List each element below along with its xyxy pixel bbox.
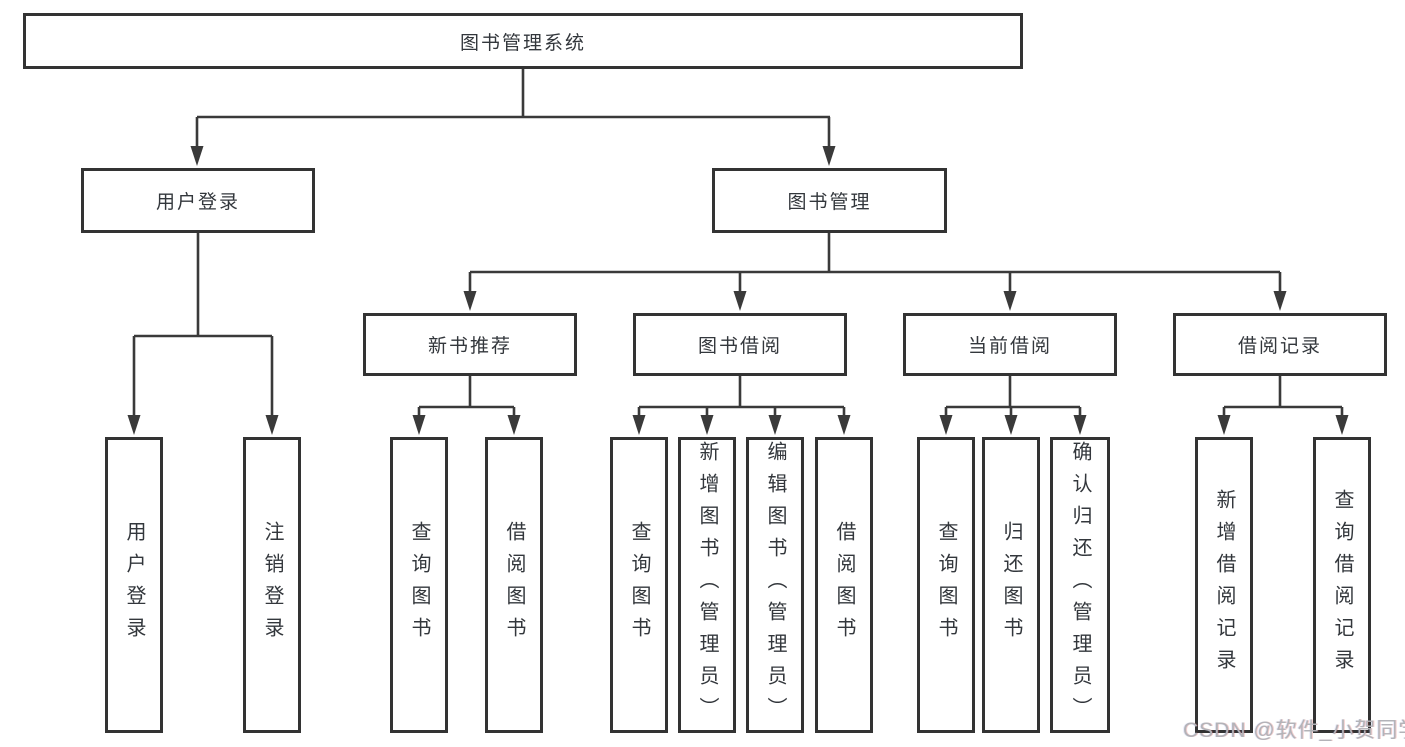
leaf-user-login: 用户登录 <box>105 437 163 733</box>
csdn-watermark: CSDN @软件_小贺同学 <box>1183 719 1405 742</box>
node-book-borrowing-label: 图书借阅 <box>697 336 782 357</box>
leaf-query-borrow-record: 查询借阅记录 <box>1313 437 1371 733</box>
node-book-management-module-label: 图书管理 <box>787 192 872 213</box>
leaf-recommend-borrow-books-label: 借阅图书 <box>503 521 525 649</box>
node-current-borrowing: 当前借阅 <box>903 313 1117 376</box>
leaf-return-books: 归还图书 <box>982 437 1040 733</box>
leaf-recommend-query-books-label: 查询图书 <box>408 521 430 649</box>
leaf-logout: 注销登录 <box>243 437 301 733</box>
connector-strokes <box>132 69 1344 419</box>
arrowheads <box>127 146 1349 435</box>
leaf-return-books-label: 归还图书 <box>1000 521 1022 649</box>
leaf-add-borrow-record: 新增借阅记录 <box>1195 437 1253 733</box>
leaf-add-books-admin: 新增图书（管理员） <box>678 437 736 733</box>
leaf-borrow-books: 借阅图书 <box>815 437 873 733</box>
node-borrowing-records-label: 借阅记录 <box>1237 336 1322 357</box>
node-new-book-recommend: 新书推荐 <box>363 313 577 376</box>
node-book-management-module: 图书管理 <box>712 168 947 233</box>
leaf-recommend-query-books: 查询图书 <box>390 437 448 733</box>
node-user-login-module-label: 用户登录 <box>155 192 240 213</box>
leaf-borrow-books-label: 借阅图书 <box>833 521 855 649</box>
node-new-book-recommend-label: 新书推荐 <box>427 336 512 357</box>
leaf-edit-books-admin-label: 编辑图书（管理员） <box>764 441 786 729</box>
leaf-user-login-label: 用户登录 <box>123 521 145 649</box>
leaf-logout-label: 注销登录 <box>261 521 283 649</box>
leaf-add-books-admin-label: 新增图书（管理员） <box>696 441 718 729</box>
node-book-borrowing: 图书借阅 <box>633 313 847 376</box>
leaf-current-query-books-label: 查询图书 <box>935 521 957 649</box>
leaf-confirm-return-admin: 确认归还（管理员） <box>1050 437 1110 733</box>
leaf-borrow-query-books: 查询图书 <box>610 437 668 733</box>
leaf-query-borrow-record-label: 查询借阅记录 <box>1331 489 1353 681</box>
leaf-edit-books-admin: 编辑图书（管理员） <box>746 437 804 733</box>
leaf-borrow-query-books-label: 查询图书 <box>628 521 650 649</box>
leaf-confirm-return-admin-label: 确认归还（管理员） <box>1069 441 1091 729</box>
leaf-current-query-books: 查询图书 <box>917 437 975 733</box>
leaf-recommend-borrow-books: 借阅图书 <box>485 437 543 733</box>
node-user-login-module: 用户登录 <box>81 168 315 233</box>
node-current-borrowing-label: 当前借阅 <box>967 336 1052 357</box>
leaf-add-borrow-record-label: 新增借阅记录 <box>1213 489 1235 681</box>
node-root-system: 图书管理系统 <box>23 13 1023 69</box>
node-borrowing-records: 借阅记录 <box>1173 313 1387 376</box>
node-root-system-label: 图书管理系统 <box>459 32 586 54</box>
